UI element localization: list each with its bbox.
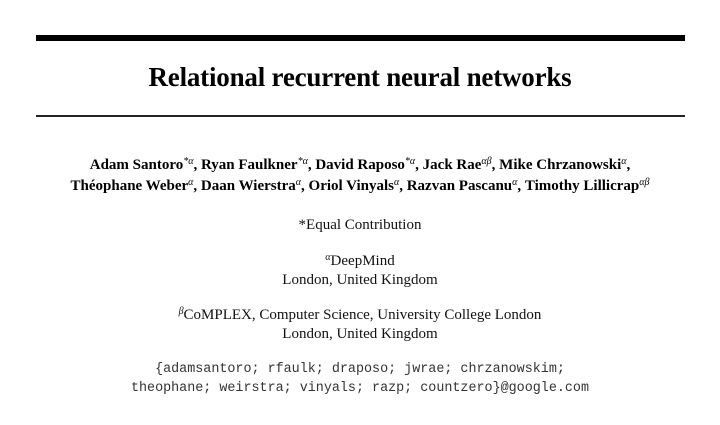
paper-title: Relational recurrent neural networks: [148, 62, 572, 92]
affiliation-mark: α: [325, 252, 331, 263]
author-mark: *α: [297, 156, 308, 167]
separator: ,: [193, 178, 201, 194]
separator: ,: [193, 157, 201, 173]
affiliation-ucl: βCoMPLEX, Computer Science, University C…: [0, 306, 720, 344]
email-line-2: theophane; weirstra; vinyals; razp; coun…: [130, 381, 590, 396]
title-bottom-rule: [36, 115, 685, 117]
author-mark: α: [621, 156, 627, 167]
author-list: Adam Santoro*α, Ryan Faulkner*α, David R…: [0, 155, 720, 197]
author-emails: {adamsantoro; rfaulk; draposo; jwrae; ch…: [0, 360, 720, 398]
affiliation-location: London, United Kingdom: [282, 326, 438, 342]
author-name: Adam Santoro: [89, 157, 184, 173]
author-name: Théophane Weber: [70, 178, 189, 194]
author-mark: α: [295, 177, 302, 188]
author-mark: α: [393, 177, 400, 188]
affiliation-name: CoMPLEX, Computer Science, University Co…: [183, 307, 542, 323]
author-name: Ryan Faulkner: [200, 157, 298, 173]
separator: ,: [626, 157, 631, 173]
author-mark: αβ: [639, 177, 650, 188]
separator: ,: [491, 157, 500, 173]
author-mark: α: [512, 177, 518, 188]
author-name: David Raposo: [315, 157, 405, 173]
author-name: Razvan Pascanu: [406, 178, 513, 194]
separator: ,: [307, 157, 316, 173]
title-top-rule: [36, 35, 685, 41]
separator: ,: [415, 157, 423, 173]
separator: ,: [399, 178, 407, 194]
author-name: Oriol Vinyals: [308, 178, 394, 194]
author-mark: α: [188, 177, 194, 188]
author-mark: *α: [404, 156, 416, 167]
author-mark: *α: [183, 156, 194, 167]
separator: ,: [517, 178, 525, 194]
author-line-2: Théophane Weberα, Daan Wierstraα, Oriol …: [0, 176, 720, 197]
email-line-1: {adamsantoro; rfaulk; draposo; jwrae; ch…: [155, 362, 565, 377]
author-name: Mike Chrzanowski: [499, 157, 622, 173]
affiliation-deepmind: αDeepMind London, United Kingdom: [0, 252, 720, 290]
separator: ,: [301, 178, 309, 194]
author-mark: αβ: [481, 156, 492, 167]
equal-contribution-note: *Equal Contribution: [298, 217, 422, 233]
author-name: Jack Rae: [422, 157, 482, 173]
author-line-1: Adam Santoro*α, Ryan Faulkner*α, David R…: [0, 155, 720, 176]
author-name: Timothy Lillicrap: [524, 178, 640, 194]
affiliation-mark: β: [178, 306, 184, 317]
affiliation-name: DeepMind: [330, 253, 395, 269]
author-name: Daan Wierstra: [200, 178, 296, 194]
affiliation-location: London, United Kingdom: [282, 272, 438, 288]
